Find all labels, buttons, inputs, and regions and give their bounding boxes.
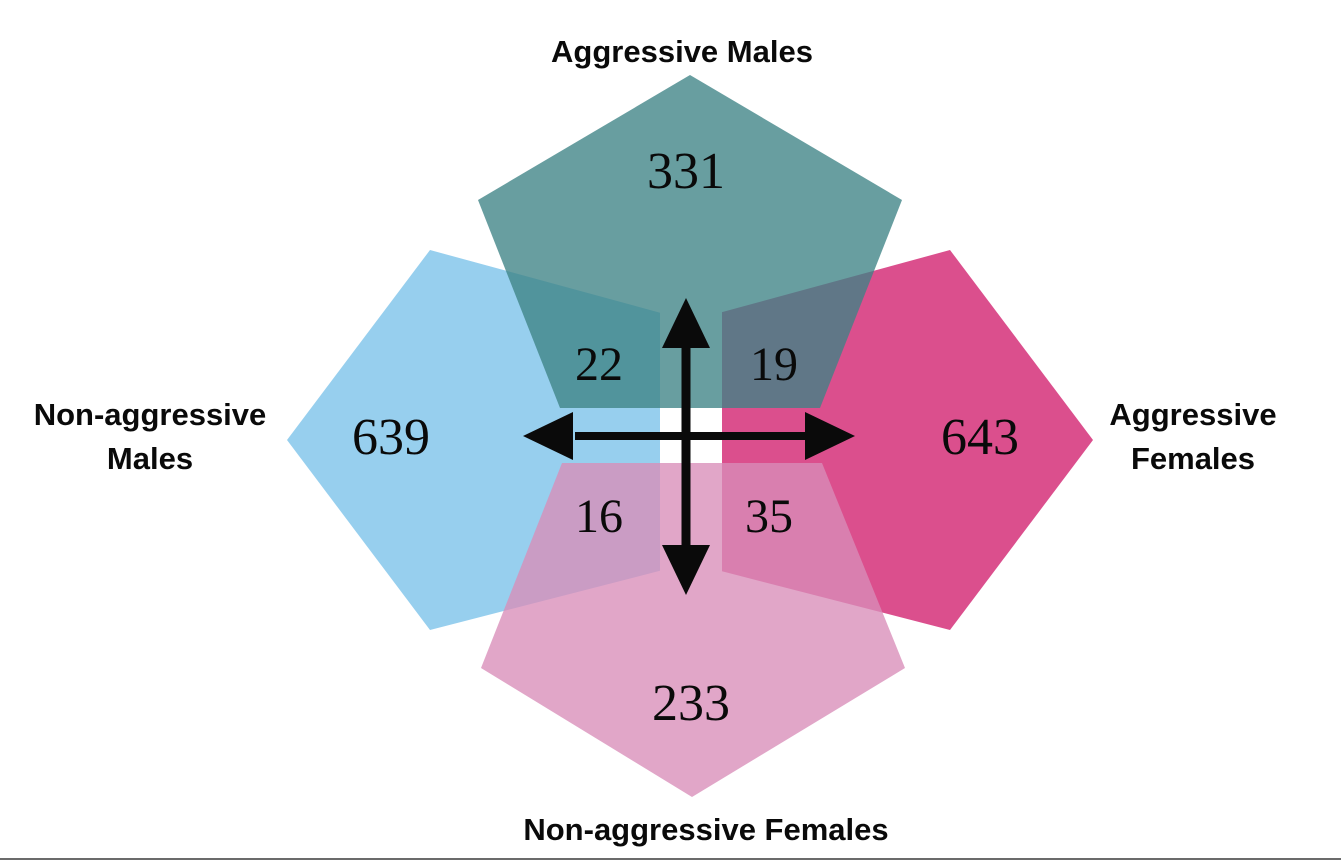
overlap-count-agg-males-agg-females: 19 (750, 338, 798, 391)
bottom-divider (0, 858, 1341, 860)
label-aggressive-females: Aggressive Females (1083, 393, 1303, 481)
count-non-aggressive-males: 639 (352, 409, 430, 466)
label-line: Non-aggressive Females (523, 812, 889, 847)
overlap-count-nonagg-males-nonagg-females: 16 (575, 490, 623, 543)
label-line: Aggressive Males (551, 34, 813, 69)
label-aggressive-males: Aggressive Males (482, 30, 882, 74)
overlap-count-agg-males-nonagg-males: 22 (575, 338, 623, 391)
count-aggressive-males: 331 (647, 143, 725, 200)
cross-arrows-icon (523, 298, 855, 595)
overlap-count-agg-females-nonagg-females: 35 (745, 490, 793, 543)
set-shape-aggressive-males (478, 75, 902, 408)
label-line: Males (106, 441, 194, 476)
count-non-aggressive-females: 233 (652, 675, 730, 732)
label-line: Females (1130, 441, 1256, 476)
label-line: Non-aggressive (33, 397, 267, 432)
label-non-aggressive-males: Non-aggressive Males (0, 393, 300, 481)
label-non-aggressive-females: Non-aggressive Females (456, 808, 956, 852)
label-line: Aggressive (1109, 397, 1277, 432)
set-shape-non-aggressive-females (481, 463, 905, 797)
count-aggressive-females: 643 (941, 409, 1019, 466)
